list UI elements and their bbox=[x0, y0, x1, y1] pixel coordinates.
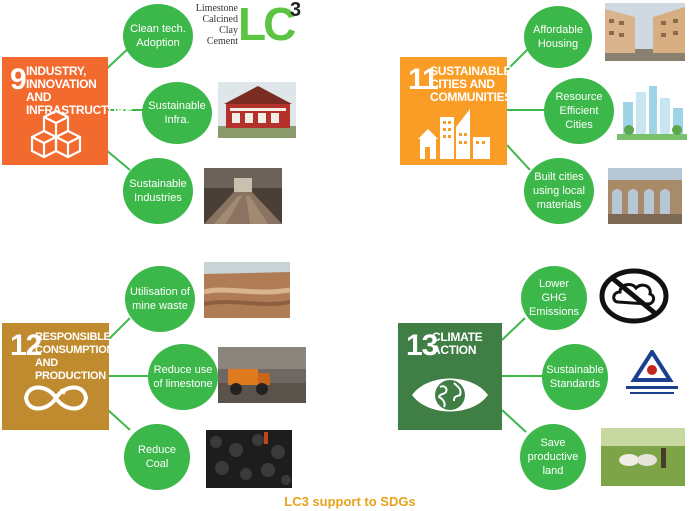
photo-apartments bbox=[605, 3, 685, 61]
bis-standards-logo-icon bbox=[620, 350, 684, 400]
logo-line: Clay bbox=[219, 25, 238, 36]
node-reduce-coal: Reduce Coal bbox=[124, 424, 190, 490]
lc3-logo-mark: LC 3 bbox=[238, 0, 308, 50]
logo-superscript: 3 bbox=[290, 0, 302, 21]
sdg13-title: Climate Action bbox=[432, 330, 483, 357]
node-affordable-housing: Affordable Housing bbox=[524, 6, 592, 68]
photo-farmland bbox=[601, 428, 685, 486]
node-built-cities-local-materials: Built cities using local materials bbox=[524, 158, 594, 224]
sdg12-title: Responsible Consumption and Production bbox=[35, 331, 115, 382]
sdg12-tile: 12 Responsible Consumption and Productio… bbox=[2, 323, 115, 430]
photo-mine-waste bbox=[204, 262, 290, 318]
node-lower-ghg-emissions: Lower GHG Emissions bbox=[521, 266, 587, 330]
node-sustainable-standards: Sustainable Standards bbox=[542, 344, 608, 410]
node-utilisation-mine-waste: Utilisation of mine waste bbox=[125, 266, 195, 332]
node-clean-tech-adoption: Clean tech. Adoption bbox=[123, 4, 193, 68]
photo-green-city bbox=[617, 82, 687, 140]
node-sustainable-industries: Sustainable Industries bbox=[123, 158, 193, 224]
sdg13-tile: 13 Climate Action bbox=[398, 323, 502, 430]
footer-caption: LC3 support to SDGs bbox=[284, 494, 416, 509]
node-reduce-limestone: Reduce use of limestone bbox=[148, 344, 218, 410]
eye-globe-icon bbox=[412, 378, 488, 412]
node-resource-efficient-cities: Resource Efficient Cities bbox=[544, 78, 614, 144]
photo-factory-interior bbox=[204, 168, 282, 224]
logo-line: Limestone bbox=[195, 3, 238, 14]
lc3-logo-words: Limestone Calcined Clay Cement bbox=[190, 3, 238, 47]
cubes-icon bbox=[30, 109, 82, 159]
sdg12-number: 12 bbox=[10, 329, 42, 362]
sdg11-number: 11 bbox=[408, 63, 439, 96]
infinity-loop-icon bbox=[23, 385, 89, 411]
logo-line: Calcined bbox=[202, 14, 238, 25]
node-sustainable-infra: Sustainable Infra. bbox=[142, 82, 212, 144]
photo-limestone-quarry bbox=[218, 347, 306, 403]
sdg13-number: 13 bbox=[406, 329, 438, 362]
city-buildings-icon bbox=[418, 109, 490, 159]
sdg11-title: Sustainable Cities and Communities bbox=[430, 64, 513, 104]
sdg9-tile: 9 Industry, Innovation and Infrastructur… bbox=[2, 57, 133, 165]
photo-red-house bbox=[218, 82, 296, 138]
photo-coal bbox=[206, 430, 292, 488]
photo-aqueduct bbox=[608, 168, 682, 224]
sdg9-number: 9 bbox=[10, 63, 27, 96]
node-save-productive-land: Save productive land bbox=[520, 424, 586, 490]
no-co2-sign-icon bbox=[598, 268, 670, 324]
sdg11-tile: 11 Sustainable Cities and Communities bbox=[400, 57, 513, 165]
logo-mark: LC bbox=[238, 0, 296, 50]
logo-line: Cement bbox=[206, 36, 238, 47]
